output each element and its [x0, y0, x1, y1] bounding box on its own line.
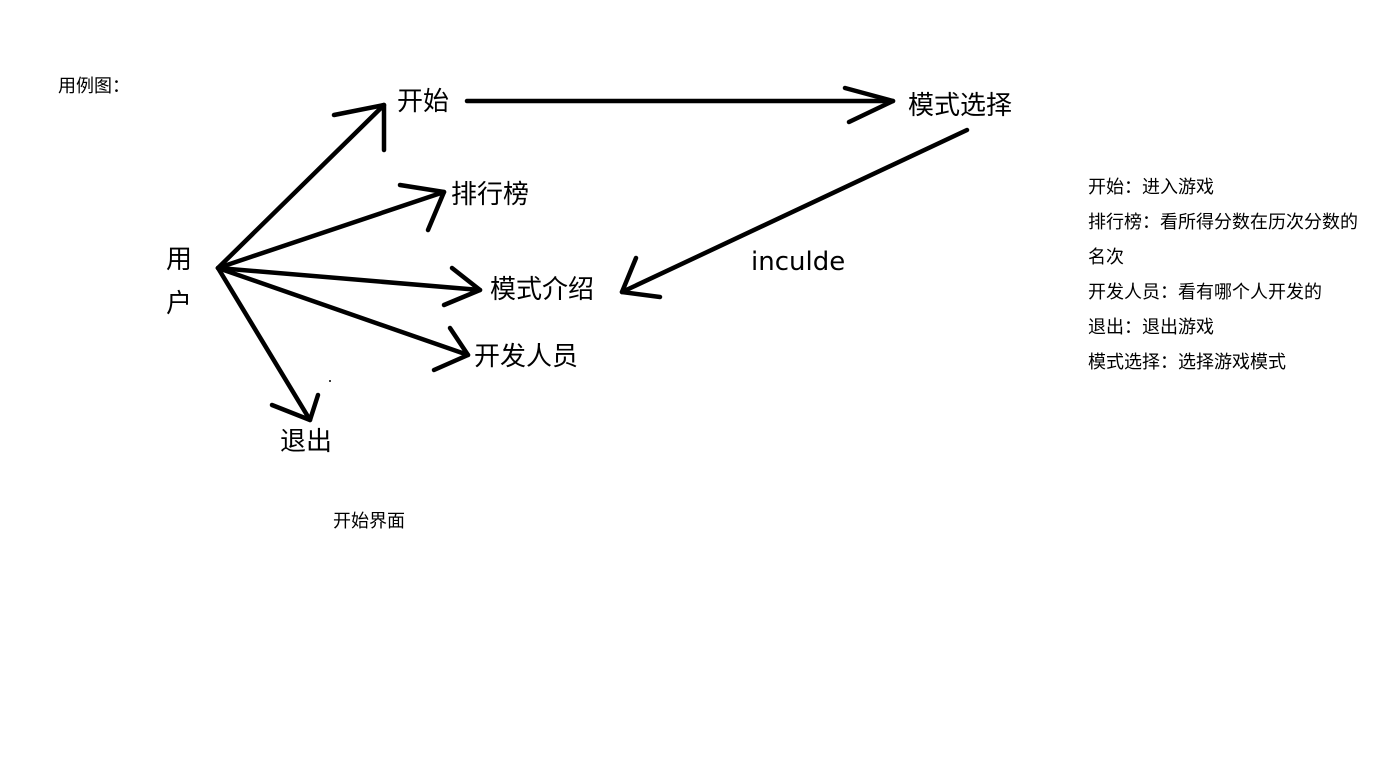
- actor-label-1: 用: [165, 245, 192, 275]
- usecase-developers: 开发人员: [474, 342, 579, 372]
- usecase-exit: 退出: [280, 427, 333, 457]
- note-item: 开始：进入游戏: [1088, 177, 1214, 198]
- usecase-mode-select: 模式选择: [908, 91, 1013, 121]
- arrow-user-leaderboard: [215, 182, 447, 271]
- caption: 开始界面: [333, 511, 405, 532]
- arrow-start-mode-select: [464, 85, 896, 125]
- actor-user: 用 户: [164, 238, 194, 326]
- arrow-user-exit: [215, 265, 321, 423]
- note-item: 开发人员：看有哪个人开发的: [1088, 282, 1322, 303]
- note-item: 排行榜：看所得分数在历次分数的名次: [1088, 212, 1358, 268]
- note-item: 退出：退出游戏: [1088, 317, 1214, 338]
- arrow-user-start: [215, 102, 387, 271]
- note-item: 模式选择：选择游戏模式: [1088, 352, 1286, 373]
- include-label: inculde: [751, 247, 846, 277]
- notes-list: 开始：进入游戏 排行榜：看所得分数在历次分数的名次 开发人员：看有哪个人开发的 …: [1088, 170, 1358, 380]
- heading: 用例图：: [58, 76, 130, 97]
- actor-label-2: 户: [165, 289, 192, 319]
- arrow-user-mode-intro: [215, 265, 483, 308]
- usecase-start: 开始: [397, 87, 450, 117]
- usecase-leaderboard: 排行榜: [451, 180, 530, 210]
- arrow-user-developers: [215, 265, 471, 373]
- usecase-mode-intro: 模式介绍: [490, 275, 595, 305]
